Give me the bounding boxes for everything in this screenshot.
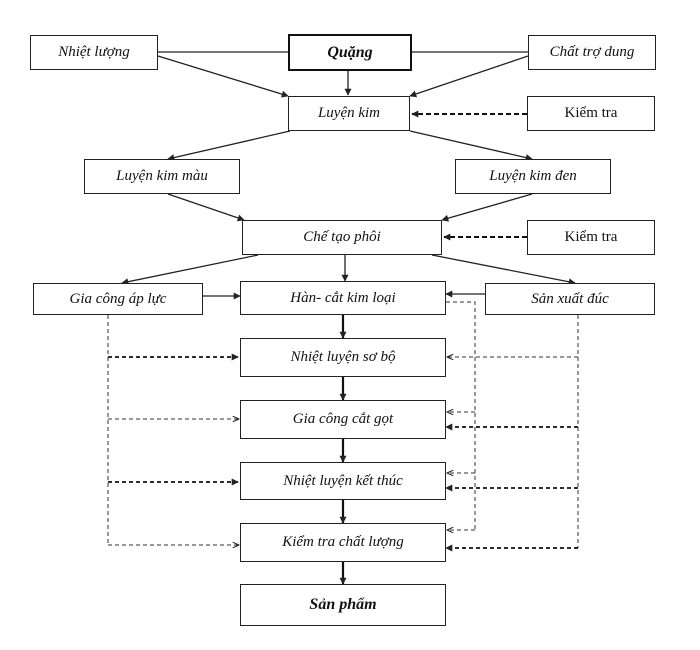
arrow-metallurgy-nonferrous xyxy=(167,130,291,162)
node-metallurgy: Luyện kim xyxy=(288,96,410,131)
node-heat: Nhiệt lượng xyxy=(30,35,158,70)
node-blank: Chế tạo phôi xyxy=(242,220,442,255)
arrow-nonferrous-blank xyxy=(167,193,245,222)
arrow-blank-casting xyxy=(431,254,576,286)
dash-welding-bus xyxy=(446,301,476,530)
arrow-metallurgy-ferrous xyxy=(409,130,533,162)
node-ore: Quặng xyxy=(288,34,412,71)
node-preheat: Nhiệt luyện sơ bộ xyxy=(240,338,446,377)
node-casting: Sản xuất đúc xyxy=(485,283,655,315)
arrow-flux-metallurgy xyxy=(409,55,529,98)
node-flux: Chất trợ dung xyxy=(528,35,656,70)
node-inspect-top: Kiểm tra xyxy=(527,96,655,131)
arrow-heat-metallurgy xyxy=(157,55,289,98)
node-product: Sản phẩm xyxy=(240,584,446,626)
node-quality: Kiểm tra chất lượng xyxy=(240,523,446,562)
node-machining: Gia công cắt gọt xyxy=(240,400,446,439)
node-pressure: Gia công áp lực xyxy=(33,283,203,315)
arrow-ferrous-blank xyxy=(441,193,533,222)
node-finalheat: Nhiệt luyện kết thúc xyxy=(240,462,446,500)
node-ferrous: Luyện kim đen xyxy=(455,159,611,194)
node-nonferrous: Luyện kim màu xyxy=(84,159,240,194)
arrow-blank-pressure xyxy=(121,254,259,286)
node-welding: Hàn- cắt kim loại xyxy=(240,281,446,315)
node-inspect-mid: Kiểm tra xyxy=(527,220,655,255)
